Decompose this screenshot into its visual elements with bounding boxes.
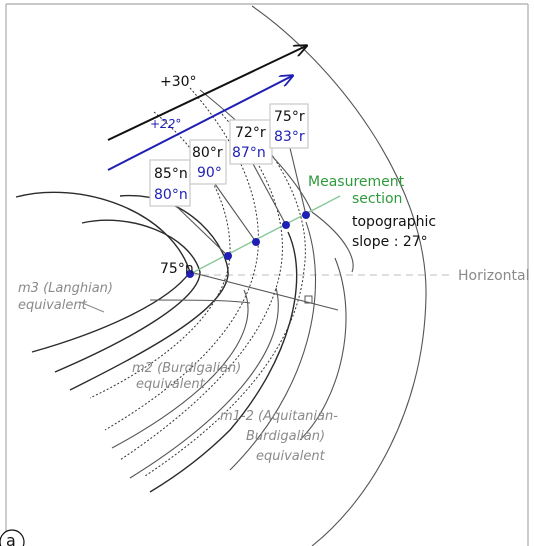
blue-arrow-label: +22°	[150, 117, 181, 131]
horizontal-label: Horizontal	[458, 268, 529, 284]
reading-3-bottom: 87°n	[232, 145, 266, 161]
m12-label-line2: Burdigalian)	[246, 429, 325, 444]
measurement-point-4	[302, 211, 310, 219]
reading-1-bottom: 80°n	[154, 187, 188, 203]
m3-leader	[79, 301, 105, 313]
blue-dip-arrow	[107, 76, 292, 171]
outer-right-bed	[311, 211, 354, 273]
m3-bed-3	[54, 219, 201, 373]
reading-box-2: 80°r 90°	[189, 139, 227, 185]
m12-bed-3	[299, 257, 347, 441]
m3-label-line2: equivalent	[18, 298, 88, 313]
dotted-bed-4	[144, 151, 306, 477]
reading-4-bottom: 83°r	[274, 129, 305, 145]
measurement-section-line	[189, 195, 341, 275]
leader-1	[174, 204, 229, 257]
reading-3-top: 72°r	[235, 125, 266, 141]
black-dip-arrow	[107, 46, 306, 141]
leader-3	[251, 161, 287, 226]
m12-label-line1: m1-2 (Aquitanian-	[220, 409, 338, 424]
dotted-bed-2	[104, 87, 259, 431]
leader-2	[214, 183, 257, 243]
m12-bed-1	[149, 231, 298, 493]
m12-label-line3: equivalent	[256, 449, 326, 464]
measurement-point-1	[224, 252, 232, 260]
perpendicular-line	[189, 271, 339, 311]
figure-letter-circle	[0, 529, 25, 546]
measurement-point-base	[186, 270, 194, 278]
reading-box-3: 72°r 87°n	[229, 119, 273, 165]
m3-label-line1: m3 (Langhian)	[18, 281, 113, 296]
measurement-label-line2: section	[352, 191, 402, 207]
figure-letter: a	[6, 531, 16, 546]
reading-box-4: 75°r 83°r	[269, 103, 309, 149]
m3-bed-2	[31, 271, 191, 353]
m2-bed-2	[111, 289, 249, 449]
right-angle-marker	[304, 295, 313, 304]
reading-box-1: 85°n 80°n	[149, 159, 191, 207]
reading-4-top: 75°r	[274, 109, 305, 125]
dotted-bed-3	[119, 113, 283, 461]
reading-2-top: 80°r	[192, 145, 223, 161]
m2-label-line2: equivalent	[136, 377, 206, 392]
slope-label-line2: slope : 27°	[352, 234, 428, 250]
base-reading: 75°n	[160, 261, 194, 277]
reading-2-bottom: 90°	[197, 165, 222, 181]
measurement-point-2	[252, 238, 260, 246]
m2-bed-1	[149, 299, 251, 304]
leader-4	[289, 147, 307, 216]
m3-bed-4	[69, 195, 229, 391]
slope-label-line1: topographic	[352, 214, 436, 230]
outer-bed-arc	[251, 5, 427, 546]
measurement-point-3	[282, 221, 290, 229]
m3-bed-1	[15, 191, 191, 273]
m2-label-line1: m2 (Burdigalian)	[132, 361, 241, 376]
measurement-label-line1: Measurement	[308, 174, 405, 190]
m12-bed-2	[229, 221, 316, 471]
reading-1-top: 85°n	[154, 166, 188, 182]
m2-bed-3	[129, 287, 279, 479]
black-arrow-label: +30°	[160, 74, 197, 90]
